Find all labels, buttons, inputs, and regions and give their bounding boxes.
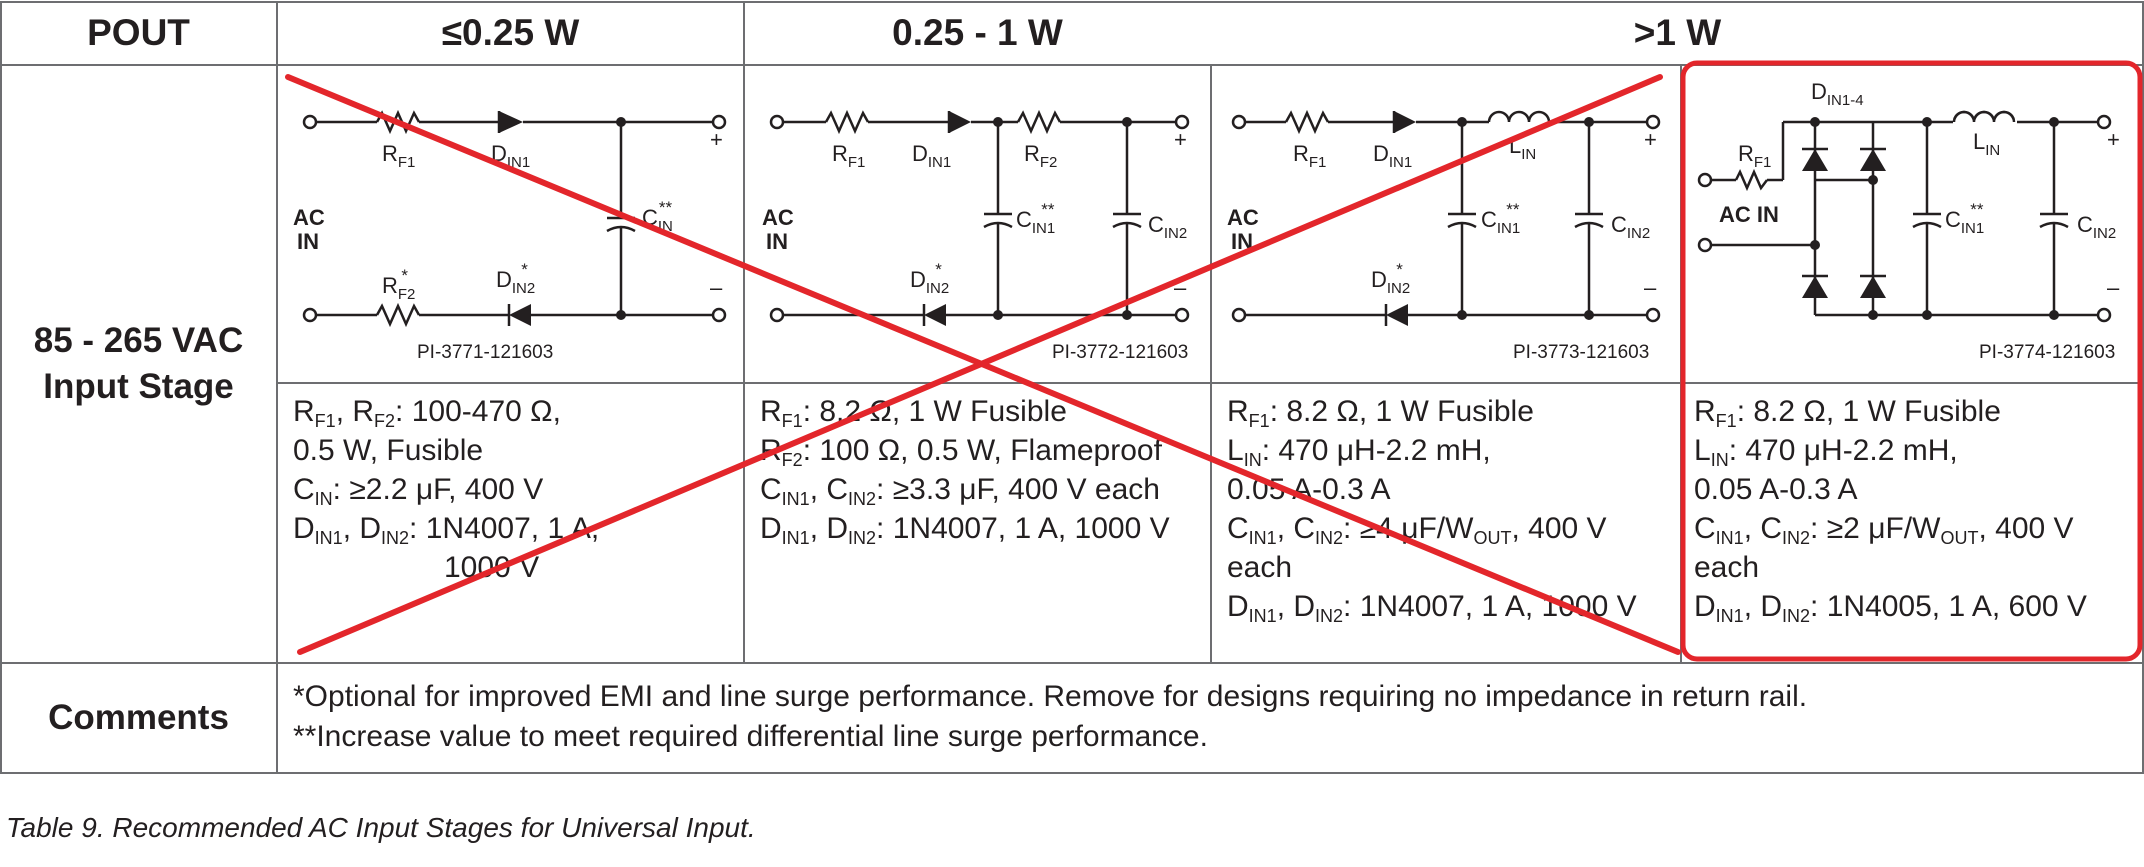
spec-cell-high-a: RF1: 8.2 Ω, 1 W Fusible LIN: 470 μH-2.2 … [1227, 392, 1679, 626]
spec-line: DIN1, DIN2: 1N4005, 1 A, 600 V [1694, 590, 2087, 626]
label-din1: DIN1 [1373, 141, 1412, 171]
label-rf1: RF1 [832, 141, 865, 171]
label-din: DIN1-4 [1811, 79, 1864, 109]
header-col-high: >1 W [1633, 11, 1722, 53]
label-din2: DIN2* [1371, 260, 1410, 297]
spec-cell-mid: RF1: 8.2 Ω, 1 W Fusible RF2: 100 Ω, 0.5 … [760, 392, 1210, 548]
label-in: IN [766, 229, 788, 254]
spec-line: RF1, RF2: 100-470 Ω, [293, 395, 561, 431]
label-cin: CIN** [642, 198, 673, 235]
circuit-diagram-3: RF1 DIN1 LIN DIN2* CIN1** CIN2 + – PI-37… [1227, 109, 1661, 363]
spec-line: 0.05 A-0.3 A [1694, 473, 1858, 506]
comment-line-1: *Optional for improved EMI and line surg… [293, 680, 1808, 713]
spec-line: RF1: 8.2 Ω, 1 W Fusible [760, 395, 1067, 431]
spec-line: CIN: ≥2.2 μF, 400 V [293, 473, 544, 509]
comment-line-2: **Increase value to meet required differ… [293, 720, 1208, 753]
header-col-mid: 0.25 - 1 W [892, 11, 1063, 53]
label-din2: DIN2* [910, 260, 949, 297]
row-label-input-stage: 85 - 265 VAC Input Stage [0, 65, 277, 663]
label-rf2: RF2 [1024, 141, 1057, 171]
label-ac: AC [762, 205, 794, 230]
label-minus: – [1174, 275, 1187, 300]
diagram-id: PI-3771-121603 [417, 342, 553, 363]
spec-line: 0.05 A-0.3 A [1227, 473, 1391, 506]
spec-line: DIN1, DIN2: 1N4007, 1 A, 1000 V [760, 512, 1170, 548]
label-cin2: CIN2 [1148, 212, 1187, 242]
label-cin1: CIN1** [1016, 200, 1055, 237]
header-pout: POUT [87, 11, 190, 53]
spec-line: CIN1, CIN2: ≥4 μF/WOUT, 400 V [1227, 512, 1607, 548]
diagram-id: PI-3773-121603 [1513, 342, 1649, 363]
spec-line: each [1227, 551, 1293, 584]
label-cin2: CIN2 [2077, 212, 2116, 242]
spec-cell-high-b: RF1: 8.2 Ω, 1 W Fusible LIN: 470 μH-2.2 … [1694, 392, 2140, 626]
label-rf1: RF1 [1293, 141, 1326, 171]
label-plus: + [710, 127, 723, 152]
label-rf1: RF1 [1738, 141, 1771, 171]
label-in: IN [1231, 229, 1253, 254]
spec-line: 0.5 W, Fusible [293, 434, 484, 467]
label-plus: + [1644, 127, 1657, 152]
circuit-diagram-4: DIN1-4 RF1 LIN CIN1** CIN2 + – PI-3774-1… [1697, 79, 2120, 363]
label-rf2: RF2* [382, 266, 415, 303]
spec-line: 1000 V [444, 551, 540, 584]
label-ac: AC [293, 205, 325, 230]
label-minus: – [2107, 275, 2120, 300]
circuit-diagram-1: RF1 DIN1 RF2* DIN2* CIN** + – PI-3771-12… [293, 109, 727, 363]
diagram-id: PI-3774-121603 [1979, 342, 2115, 363]
label-ac-in: AC IN [1719, 202, 1779, 227]
spec-line: RF1: 8.2 Ω, 1 W Fusible [1227, 395, 1534, 431]
label-lin: LIN [1509, 133, 1536, 163]
label-plus: + [1174, 127, 1187, 152]
circuit-diagram-2: RF1 DIN1 RF2 DIN2* CIN1** CIN2 + – PI-37… [762, 109, 1190, 363]
label-plus: + [2107, 127, 2120, 152]
label-minus: – [1644, 275, 1657, 300]
spec-line: DIN1, DIN2: 1N4007, 1 A, 1000 V [1227, 590, 1637, 626]
spec-line: DIN1, DIN2: 1N4007, 1 A, [293, 512, 600, 548]
spec-cell-low: RF1, RF2: 100-470 Ω, 0.5 W, Fusible CIN:… [293, 392, 738, 587]
spec-line: RF2: 100 Ω, 0.5 W, Flameproof [760, 434, 1162, 470]
label-din1: DIN1 [491, 141, 530, 171]
label-minus: – [710, 275, 723, 300]
input-stage-table: POUT ≤0.25 W 0.25 - 1 W >1 W 85 - 265 VA… [0, 1, 2144, 774]
row-label-line1: 85 - 265 VAC [33, 321, 244, 360]
label-in: IN [297, 229, 319, 254]
spec-line: LIN: 470 μH-2.2 mH, [1227, 434, 1491, 470]
label-cin1: CIN1** [1481, 200, 1520, 237]
label-cin1: CIN1** [1945, 200, 1984, 237]
header-col-low: ≤0.25 W [441, 11, 580, 53]
spec-line: each [1694, 551, 1760, 584]
label-lin: LIN [1973, 129, 2000, 159]
label-cin2: CIN2 [1611, 212, 1650, 242]
spec-line: CIN1, CIN2: ≥3.3 μF, 400 V each [760, 473, 1160, 509]
table-caption: Table 9. Recommended AC Input Stages for… [6, 812, 756, 843]
label-ac: AC [1227, 205, 1259, 230]
spec-line: CIN1, CIN2: ≥2 μF/WOUT, 400 V [1694, 512, 2074, 548]
comments-text: *Optional for improved EMI and line surg… [293, 677, 2133, 757]
row-label-line2: Input Stage [43, 367, 234, 406]
label-din1: DIN1 [912, 141, 951, 171]
spec-line: RF1: 8.2 Ω, 1 W Fusible [1694, 395, 2001, 431]
spec-line: LIN: 470 μH-2.2 mH, [1694, 434, 1958, 470]
row-label-comments: Comments [48, 698, 229, 737]
label-rf1: RF1 [382, 141, 415, 171]
diagram-id: PI-3772-121603 [1052, 342, 1188, 363]
label-din2: DIN2* [496, 260, 535, 297]
